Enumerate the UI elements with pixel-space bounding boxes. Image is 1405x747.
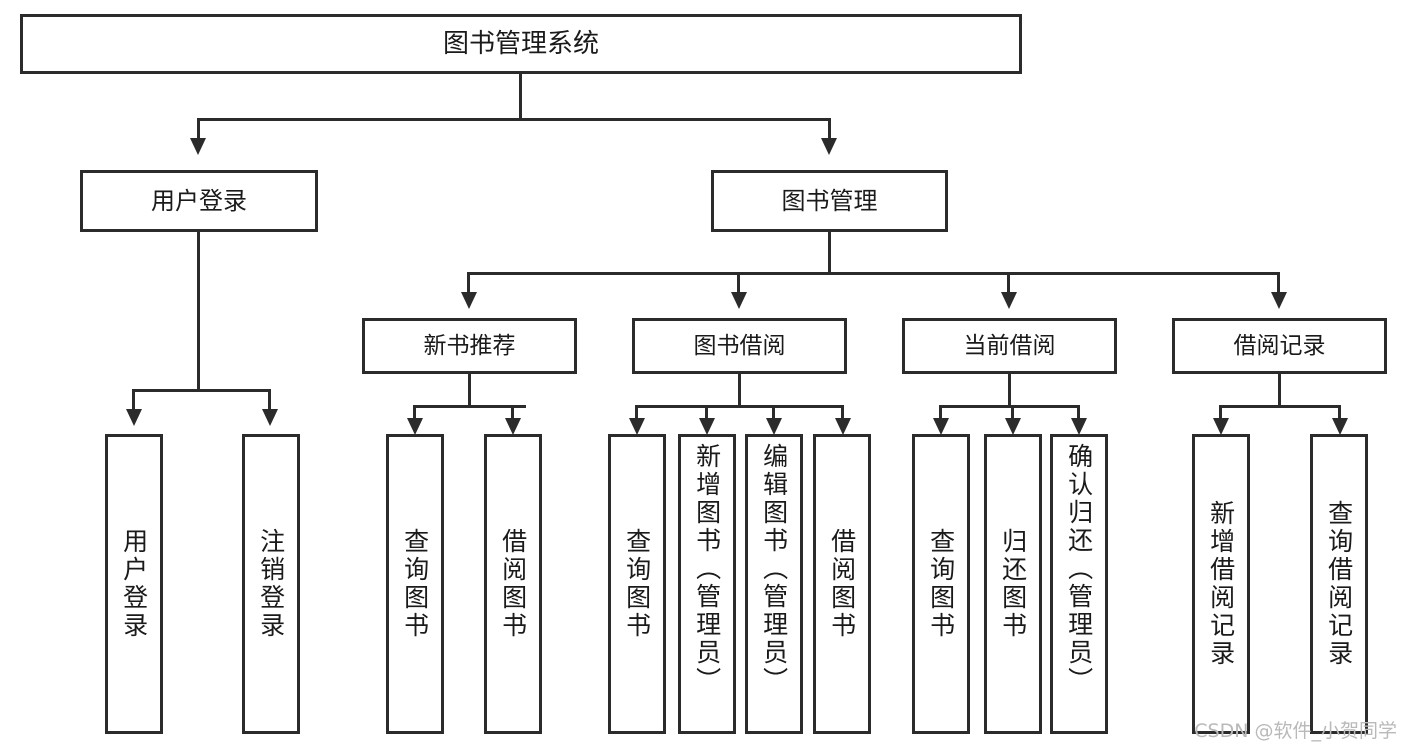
connector-userlogin-drop-left xyxy=(132,389,135,411)
node-leaf-query-book-3[interactable]: 查询图书 xyxy=(912,434,970,734)
node-label: 借阅图书 xyxy=(498,528,528,640)
node-label: 新增图书（管理员） xyxy=(692,443,722,695)
arrow-to-leaf-borrow-book-1 xyxy=(505,418,521,435)
node-label: 归还图书 xyxy=(998,528,1028,640)
arrow-to-leaf-query-book-1 xyxy=(407,418,423,435)
arrow-to-leaf-add-record xyxy=(1213,418,1229,435)
watermark-text: CSDN @软件_小贺同学 xyxy=(1194,720,1397,742)
node-label: 图书管理系统 xyxy=(442,28,599,59)
connector-newbook-drop-1 xyxy=(413,405,416,421)
node-leaf-user-login[interactable]: 用户登录 xyxy=(105,434,163,734)
node-label: 新增借阅记录 xyxy=(1206,500,1236,668)
node-label: 用户登录 xyxy=(151,187,247,215)
node-label: 查询图书 xyxy=(400,528,430,640)
node-leaf-edit-book[interactable]: 编辑图书（管理员） xyxy=(745,434,803,734)
node-root-system[interactable]: 图书管理系统 xyxy=(20,14,1022,74)
connector-borrowrecord-stem xyxy=(1278,374,1281,407)
node-label: 用户登录 xyxy=(119,528,149,640)
connector-l3-drop-2 xyxy=(737,272,740,294)
node-label: 借阅图书 xyxy=(827,528,857,640)
node-label: 图书管理 xyxy=(781,187,878,215)
arrow-to-leaf-query-record xyxy=(1332,418,1348,435)
connector-userlogin-stem xyxy=(197,232,200,392)
arrow-to-leaf-query-book-3 xyxy=(933,418,949,435)
arrow-to-leaf-user-logout xyxy=(262,409,278,426)
arrow-to-book-manage xyxy=(821,138,837,155)
arrow-to-user-login xyxy=(190,138,206,155)
connector-currentborrow-bus xyxy=(939,405,1080,408)
arrow-to-leaf-return-book xyxy=(1005,418,1021,435)
arrow-to-borrow-record xyxy=(1271,292,1287,309)
connector-newbook-bus xyxy=(413,405,526,408)
connector-currentborrow-drop-1 xyxy=(939,405,942,421)
connector-newbook-drop-2 xyxy=(511,405,514,421)
node-label: 当前借阅 xyxy=(963,332,1056,359)
node-book-manage[interactable]: 图书管理 xyxy=(711,170,948,232)
node-leaf-user-logout[interactable]: 注销登录 xyxy=(242,434,300,734)
arrow-to-leaf-edit-book xyxy=(766,418,782,435)
node-borrow-record[interactable]: 借阅记录 xyxy=(1172,318,1387,374)
connector-currentborrow-drop-2 xyxy=(1011,405,1014,421)
arrow-to-new-book-recommend xyxy=(461,292,477,309)
connector-newbook-stem xyxy=(468,374,471,407)
node-leaf-borrow-book-2[interactable]: 借阅图书 xyxy=(813,434,871,734)
connector-root-drop-right xyxy=(828,118,831,140)
node-current-borrow[interactable]: 当前借阅 xyxy=(902,318,1117,374)
connector-borrowrecord-drop-2 xyxy=(1338,405,1341,421)
connector-bookborrow-stem xyxy=(738,374,741,407)
connector-bookborrow-drop-1 xyxy=(635,405,638,421)
arrow-to-book-borrow xyxy=(731,292,747,309)
arrow-to-leaf-confirm-return xyxy=(1071,418,1087,435)
arrow-to-leaf-borrow-book-2 xyxy=(835,418,851,435)
connector-bookmanage-stem xyxy=(828,232,831,274)
node-book-borrow[interactable]: 图书借阅 xyxy=(632,318,847,374)
node-label: 借阅记录 xyxy=(1233,332,1326,359)
node-label: 查询图书 xyxy=(926,528,956,640)
connector-bookborrow-drop-4 xyxy=(841,405,844,421)
node-label: 查询借阅记录 xyxy=(1324,500,1354,668)
connector-root-bus xyxy=(197,118,831,121)
node-leaf-add-record[interactable]: 新增借阅记录 xyxy=(1192,434,1250,734)
connector-l3-drop-1 xyxy=(467,272,470,294)
connector-l3-drop-3 xyxy=(1007,272,1010,294)
node-label: 新书推荐 xyxy=(423,332,516,359)
node-leaf-borrow-book-1[interactable]: 借阅图书 xyxy=(484,434,542,734)
node-label: 图书借阅 xyxy=(693,332,786,359)
connector-bookborrow-drop-2 xyxy=(705,405,708,421)
arrow-to-current-borrow xyxy=(1001,292,1017,309)
node-leaf-query-book-1[interactable]: 查询图书 xyxy=(386,434,444,734)
connector-bookmanage-bus xyxy=(467,272,1280,275)
connector-root-stem xyxy=(519,74,522,119)
node-leaf-query-record[interactable]: 查询借阅记录 xyxy=(1310,434,1368,734)
arrow-to-leaf-user-login xyxy=(126,409,142,426)
node-label: 注销登录 xyxy=(256,528,286,640)
node-leaf-add-book[interactable]: 新增图书（管理员） xyxy=(678,434,736,734)
connector-bookborrow-bus xyxy=(635,405,844,408)
node-leaf-query-book-2[interactable]: 查询图书 xyxy=(608,434,666,734)
connector-currentborrow-stem xyxy=(1008,374,1011,407)
connector-currentborrow-drop-3 xyxy=(1077,405,1080,421)
node-label: 编辑图书（管理员） xyxy=(759,443,789,695)
connector-bookborrow-drop-3 xyxy=(772,405,775,421)
connector-l3-drop-4 xyxy=(1277,272,1280,294)
connector-userlogin-drop-right xyxy=(268,389,271,411)
connector-borrowrecord-drop-1 xyxy=(1219,405,1222,421)
node-user-login[interactable]: 用户登录 xyxy=(80,170,318,232)
node-label: 确认归还（管理员） xyxy=(1064,443,1094,695)
connector-userlogin-bus xyxy=(132,389,271,392)
arrow-to-leaf-add-book xyxy=(699,418,715,435)
connector-borrowrecord-bus xyxy=(1219,405,1341,408)
arrow-to-leaf-query-book-2 xyxy=(629,418,645,435)
node-leaf-return-book[interactable]: 归还图书 xyxy=(984,434,1042,734)
node-leaf-confirm-return[interactable]: 确认归还（管理员） xyxy=(1050,434,1108,734)
node-new-book-recommend[interactable]: 新书推荐 xyxy=(362,318,577,374)
node-label: 查询图书 xyxy=(622,528,652,640)
connector-root-drop-left xyxy=(197,118,200,140)
